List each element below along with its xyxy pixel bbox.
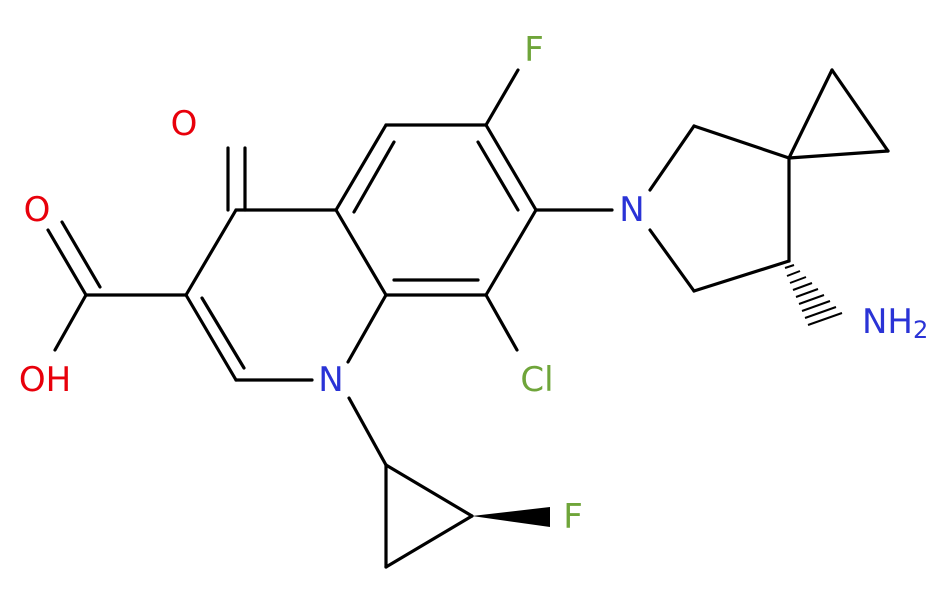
- bond-c6-c7: [484, 123, 538, 212]
- bond-c4a-c5: [334, 123, 388, 212]
- bond-cooh-co: [46, 228, 88, 297]
- atom-cl: Cl: [520, 360, 553, 400]
- bond-spiro-cp1: [787, 68, 834, 160]
- atom-n1: N: [318, 360, 343, 400]
- bond-c6-f: [484, 68, 520, 127]
- atom-f-top: F: [524, 30, 544, 70]
- bond-ca-spiro: [692, 124, 791, 160]
- atom-f-cyclopropyl: F: [563, 497, 583, 537]
- bond-cooh-co-double: [60, 220, 102, 289]
- atom-nh2-subscript: 2: [913, 316, 928, 344]
- bond-c3-c2: [184, 293, 238, 382]
- atom-nh2-main: NH: [862, 302, 913, 342]
- bond-cooh-oh: [53, 293, 88, 352]
- bond-c7-c8: [484, 208, 538, 297]
- bond-n-ca: [648, 124, 696, 192]
- atom-labels: F O O OH N N Cl F NH2: [19, 30, 928, 537]
- bond-c4a-c8a: [334, 208, 388, 297]
- bond-n1-cp: [347, 396, 388, 467]
- bond-cp2-spiro: [787, 149, 890, 160]
- wedge-bond-f: [472, 507, 550, 527]
- bond-c4a-c5-double: [352, 140, 396, 214]
- hash-bond-nh2: [784, 264, 843, 326]
- bonds: [46, 68, 890, 569]
- atom-nh2: NH2: [862, 302, 928, 344]
- atom-n-pyrrolidine: N: [619, 190, 644, 230]
- bond-c8-cl: [484, 293, 519, 352]
- bond-cp1-cp2: [830, 68, 890, 153]
- atom-oh: OH: [19, 360, 71, 400]
- bond-n1-c8a: [346, 293, 388, 364]
- bond-cpc-cpa: [384, 463, 474, 518]
- bond-c6-c7-double: [476, 140, 520, 212]
- bond-c3-c2-double: [200, 296, 246, 370]
- bond-c4-c3: [184, 208, 238, 297]
- bond-cb-camine: [692, 259, 791, 293]
- bond-n-cb: [648, 228, 696, 293]
- atom-o-ketone: O: [171, 104, 198, 144]
- atom-o-acid: O: [24, 190, 51, 230]
- bond-cpb-cpc: [384, 514, 474, 569]
